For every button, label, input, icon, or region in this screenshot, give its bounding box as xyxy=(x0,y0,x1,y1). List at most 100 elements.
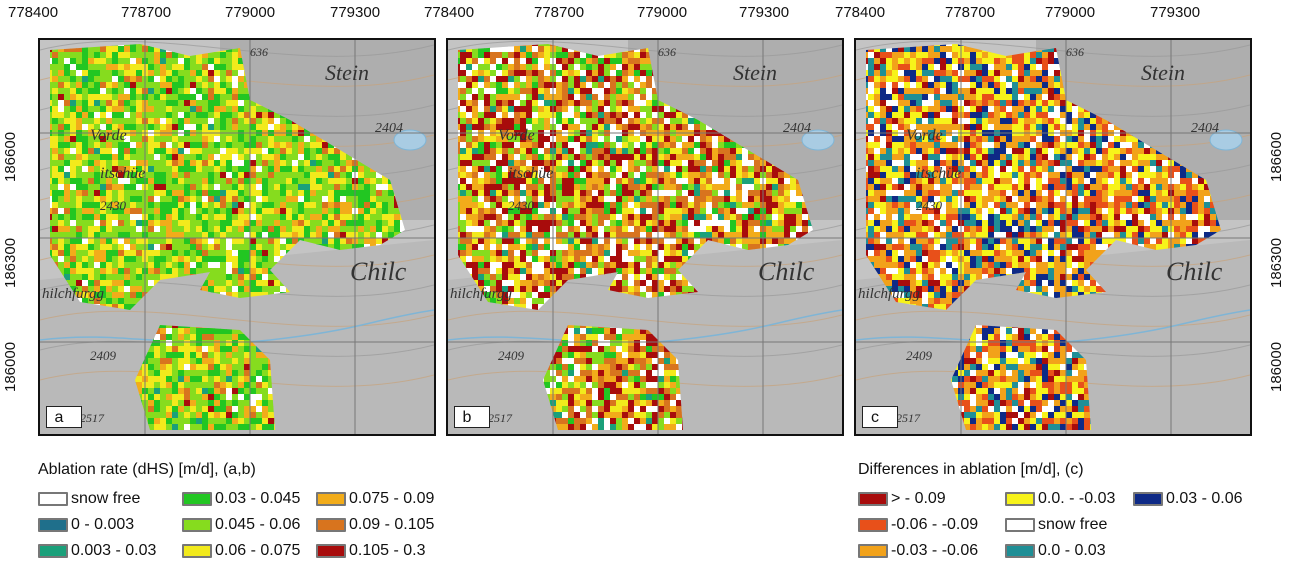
legend-swatch xyxy=(1005,492,1035,506)
x-tick-a-0: 778400 xyxy=(8,4,59,21)
map-label-vorde: Vorde xyxy=(906,127,943,144)
legend-diff-item: -0.03 - -0.06 xyxy=(858,542,978,560)
legend-rate-item: 0.03 - 0.045 xyxy=(182,490,300,508)
map-label-2404: 2404 xyxy=(1191,121,1219,136)
legend-label: snow free xyxy=(1038,516,1108,533)
x-tick-b-1: 778700 xyxy=(534,4,585,21)
map-label-2409: 2409 xyxy=(906,348,933,363)
legend-swatch xyxy=(38,492,68,506)
map-label-2517: 2517 xyxy=(80,411,105,425)
legend-rate-item: 0.06 - 0.075 xyxy=(182,542,300,560)
legend-label: 0.105 - 0.3 xyxy=(349,542,426,559)
x-tick-a-2: 779000 xyxy=(225,4,276,21)
x-tick-c-0: 778400 xyxy=(835,4,886,21)
legend-swatch xyxy=(1005,518,1035,532)
legend-diff-item: -0.06 - -0.09 xyxy=(858,516,978,534)
y-tick-right-0: 186600 xyxy=(1268,131,1285,182)
legend-rate-item: 0.09 - 0.105 xyxy=(316,516,434,534)
legend-diff-item: 0.03 - 0.06 xyxy=(1133,490,1243,508)
map-label-stein: Stein xyxy=(325,60,369,85)
x-tick-b-0: 778400 xyxy=(424,4,475,21)
legend-swatch xyxy=(182,518,212,532)
panel-label-c: c xyxy=(862,406,898,428)
y-tick-left-1: 186300 xyxy=(2,237,19,288)
map-label-stein: Stein xyxy=(1141,60,1185,85)
legend-swatch xyxy=(316,492,346,506)
legend-swatch xyxy=(1133,492,1163,506)
legend-label: -0.06 - -0.09 xyxy=(891,516,979,533)
x-tick-b-2: 779000 xyxy=(637,4,688,21)
legend-label: 0.003 - 0.03 xyxy=(71,542,157,559)
map-label-636: 636 xyxy=(1066,45,1084,59)
legend-rate-item: 0.075 - 0.09 xyxy=(316,490,434,508)
legend-label: 0.0 - 0.03 xyxy=(1038,542,1106,559)
map-canvas-b: 636Stein24042430Chilc24092517Vordeitschü… xyxy=(448,40,842,434)
legend-label: 0.075 - 0.09 xyxy=(349,490,435,507)
map-label-2517: 2517 xyxy=(488,411,513,425)
map-label-itschue: itschüe xyxy=(100,165,145,182)
legend-label: 0.03 - 0.06 xyxy=(1166,490,1243,507)
map-label-vorde: Vorde xyxy=(90,127,127,144)
legend-rate-item: 0.105 - 0.3 xyxy=(316,542,426,560)
map-label-2517: 2517 xyxy=(896,411,921,425)
map-label-2430: 2430 xyxy=(100,198,127,213)
legend-rate-item: 0.003 - 0.03 xyxy=(38,542,156,560)
legend-rate-item: 0 - 0.003 xyxy=(38,516,134,534)
panel-label-b: b xyxy=(454,406,490,428)
map-label-chilc: Chilc xyxy=(1166,257,1223,286)
legend-label: > - 0.09 xyxy=(891,490,946,507)
legend-swatch xyxy=(182,544,212,558)
y-tick-left-2: 186000 xyxy=(2,341,19,392)
legend-swatch xyxy=(1005,544,1035,558)
legend-rate-item: 0.045 - 0.06 xyxy=(182,516,300,534)
legend-label: 0.09 - 0.105 xyxy=(349,516,435,533)
map-label-636: 636 xyxy=(250,45,268,59)
legend-diff-item: 0.0. - -0.03 xyxy=(1005,490,1115,508)
legend-swatch xyxy=(38,518,68,532)
map-label-2430: 2430 xyxy=(508,198,535,213)
x-tick-a-3: 779300 xyxy=(330,4,381,21)
map-label-2404: 2404 xyxy=(375,121,403,136)
legend-label: 0.06 - 0.075 xyxy=(215,542,301,559)
map-label-chilc: Chilc xyxy=(350,257,407,286)
legend-diff-item: snow free xyxy=(1005,516,1107,534)
map-label-itschue: itschüe xyxy=(916,165,961,182)
legend-label: -0.03 - -0.06 xyxy=(891,542,979,559)
map-label-2404: 2404 xyxy=(783,121,811,136)
legend-rate-item: snow free xyxy=(38,490,140,508)
legend-diff-title: Differences in ablation [m/d], (c) xyxy=(858,461,1084,478)
legend-label: 0.03 - 0.045 xyxy=(215,490,301,507)
legend-diff-item: > - 0.09 xyxy=(858,490,946,508)
legend-label: 0.045 - 0.06 xyxy=(215,516,301,533)
legend-label: snow free xyxy=(71,490,141,507)
x-tick-c-1: 778700 xyxy=(945,4,996,21)
x-tick-c-3: 779300 xyxy=(1150,4,1201,21)
x-tick-c-2: 779000 xyxy=(1045,4,1096,21)
map-label-2409: 2409 xyxy=(90,348,117,363)
legend-diff-item: 0.0 - 0.03 xyxy=(1005,542,1106,560)
legend-swatch xyxy=(316,518,346,532)
y-tick-right-1: 186300 xyxy=(1268,237,1285,288)
panel-label-a: a xyxy=(46,406,82,428)
map-label-hilchfurgg: hilchfurgg xyxy=(450,286,512,302)
map-label-itschue: itschüe xyxy=(508,165,553,182)
legend-swatch xyxy=(316,544,346,558)
x-tick-b-3: 779300 xyxy=(739,4,790,21)
y-tick-left-0: 186600 xyxy=(2,131,19,182)
legend-swatch xyxy=(182,492,212,506)
legend-swatch xyxy=(858,544,888,558)
map-label-vorde: Vorde xyxy=(498,127,535,144)
map-label-stein: Stein xyxy=(733,60,777,85)
legend-swatch xyxy=(38,544,68,558)
map-label-hilchfurgg: hilchfurgg xyxy=(858,286,920,302)
map-label-hilchfurgg: hilchfurgg xyxy=(42,286,104,302)
legend-rate-title: Ablation rate (dHS) [m/d], (a,b) xyxy=(38,461,256,478)
map-label-chilc: Chilc xyxy=(758,257,815,286)
x-tick-a-1: 778700 xyxy=(121,4,172,21)
map-label-2430: 2430 xyxy=(916,198,943,213)
